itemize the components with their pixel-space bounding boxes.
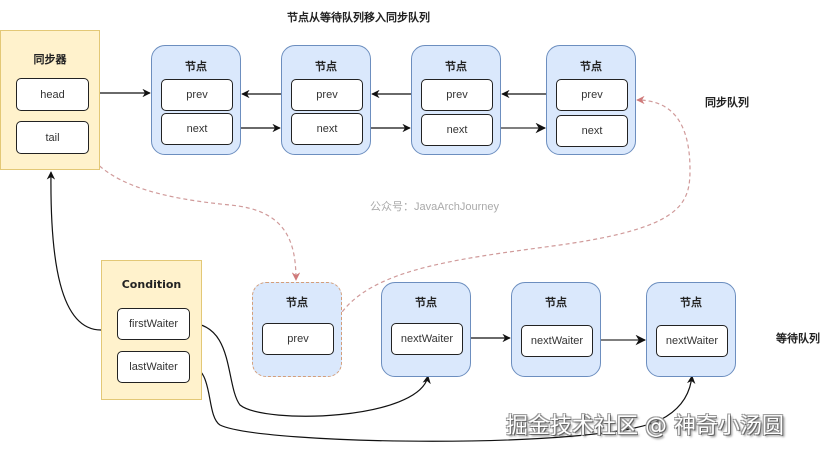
sync-node-3: 节点 prev next xyxy=(411,45,501,155)
next-field: next xyxy=(161,113,233,145)
account-watermark: 公众号：JavaArchJourney xyxy=(370,201,499,213)
wait-node-2: 节点 nextWaiter xyxy=(511,282,601,377)
node-title: 节点 xyxy=(315,60,337,73)
node-title: 节点 xyxy=(580,60,602,73)
synchronizer-title: 同步器 xyxy=(33,53,67,66)
firstwaiter-field: firstWaiter xyxy=(117,308,190,340)
edge-lastwaiter xyxy=(187,365,696,442)
node-title: 节点 xyxy=(185,60,207,73)
diagram-title: 节点从等待队列移入同步队列 xyxy=(287,11,430,24)
tail-field: tail xyxy=(16,121,89,154)
lastwaiter-field: lastWaiter xyxy=(117,351,190,383)
nextwaiter-field: nextWaiter xyxy=(656,325,728,357)
node-title: 节点 xyxy=(445,60,467,73)
node-title: 节点 xyxy=(286,296,308,309)
edge-moving-node-to-sync-tail xyxy=(331,95,691,331)
prev-field: prev xyxy=(262,323,334,355)
prev-field: prev xyxy=(161,79,233,111)
edge-firstwaiter xyxy=(187,322,431,417)
sync-queue-label: 同步队列 xyxy=(705,96,749,109)
next-field: next xyxy=(421,114,493,146)
sync-node-1: 节点 prev next xyxy=(151,45,241,155)
next-field: next xyxy=(291,113,363,145)
moving-node: 节点 prev xyxy=(252,282,342,377)
prev-field: prev xyxy=(556,79,628,111)
sync-node-2: 节点 prev next xyxy=(281,45,371,155)
node-title: 节点 xyxy=(545,296,567,309)
sync-node-4: 节点 prev next xyxy=(546,45,636,155)
wait-node-3: 节点 nextWaiter xyxy=(646,282,736,377)
condition-container: Condition firstWaiter lastWaiter xyxy=(101,260,202,400)
node-title: 节点 xyxy=(415,296,437,309)
wait-queue-label: 等待队列 xyxy=(776,332,820,345)
site-watermark: 掘金技术社区 @ 神奇小汤圆 xyxy=(506,414,784,439)
prev-field: prev xyxy=(291,79,363,111)
next-field: next xyxy=(556,115,628,147)
synchronizer-container: 同步器 head tail xyxy=(0,30,100,170)
node-title: 节点 xyxy=(680,296,702,309)
edge-condition-to-synchronizer xyxy=(46,171,102,331)
head-field: head xyxy=(16,78,89,111)
prev-field: prev xyxy=(421,79,493,111)
condition-title: Condition xyxy=(121,278,182,291)
edge-tail-to-moving-node xyxy=(85,149,301,281)
wait-node-1: 节点 nextWaiter xyxy=(381,282,471,377)
nextwaiter-field: nextWaiter xyxy=(391,323,463,355)
nextwaiter-field: nextWaiter xyxy=(521,325,593,357)
